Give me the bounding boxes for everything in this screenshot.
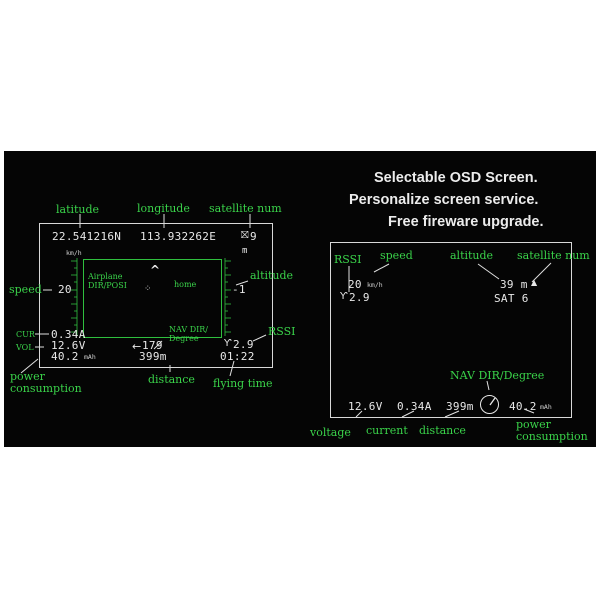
tagline-line-1: Selectable OSD Screen. xyxy=(374,170,538,186)
label-distance-2: distance xyxy=(419,424,466,437)
label-latitude: latitude xyxy=(56,203,100,216)
osd2-speed: 20 xyxy=(348,278,362,291)
label-current-2: current xyxy=(366,424,408,437)
osd1-flying-time: 01:22 xyxy=(220,350,255,363)
osd2-consumption: 40.2 xyxy=(509,400,537,413)
osd1-flight-area xyxy=(83,259,222,338)
osd1-voltage: 12.6V xyxy=(51,339,86,352)
antenna-icon-2: Ƴ xyxy=(340,291,348,302)
label-power-consumption-2: power consumption xyxy=(516,418,588,444)
osd1-altitude: -1 xyxy=(232,283,246,296)
label-nav-dir-2: NAV DIR/Degree xyxy=(450,369,545,382)
osd2-speed-unit: km/h xyxy=(367,281,383,289)
label-rssi-2: RSSI xyxy=(334,253,362,266)
osd1-speed: 20 xyxy=(58,283,72,296)
compass-needle xyxy=(489,397,496,406)
osd2-rssi: 2.9 xyxy=(349,291,370,304)
osd2-consumption-unit: mAh xyxy=(540,403,552,411)
label-cur: CUR xyxy=(16,330,35,339)
osd2-distance: 399m xyxy=(446,400,474,413)
label-longitude: longitude xyxy=(137,202,190,215)
osd1-distance: 399m xyxy=(139,350,167,363)
label-altitude-2: altitude xyxy=(450,249,494,262)
tagline-line-2: Personalize screen service. xyxy=(349,192,539,208)
label-satellite-num: satellite num xyxy=(209,202,282,215)
osd-screen-2 xyxy=(330,242,572,418)
osd1-speed-unit: km/h xyxy=(66,249,82,257)
label-speed-2: speed xyxy=(380,249,413,262)
osd2-current: 0.34A xyxy=(397,400,432,413)
antenna-icon: Ƴ xyxy=(224,338,232,349)
label-power-consumption: power consumption xyxy=(10,370,82,396)
osd2-voltage: 12.6V xyxy=(348,400,383,413)
label-altitude: altitude xyxy=(250,269,294,282)
tagline-line-3: Free fireware upgrade. xyxy=(388,214,544,230)
osd1-altitude-unit: m xyxy=(242,246,248,256)
osd1-longitude: 113.932262E xyxy=(140,230,217,243)
label-speed: speed xyxy=(9,283,42,296)
label-voltage-2: voltage xyxy=(310,426,351,439)
label-distance: distance xyxy=(148,373,195,386)
label-flying-time: flying time xyxy=(213,377,273,390)
label-home: home xyxy=(174,280,197,289)
osd1-consumption: 40.2 xyxy=(51,350,79,363)
osd-screen-1 xyxy=(39,223,273,368)
label-nav-dir: NAV DIR/ Degree xyxy=(169,325,208,343)
triangle-icon: ▲ xyxy=(531,278,538,287)
label-airplane-dir: Airplane DIR/POSI xyxy=(88,272,127,291)
osd1-current: 0.34A xyxy=(51,328,86,341)
satellite-icon: ⛝ xyxy=(241,230,249,241)
left-arrow-icon: ← xyxy=(132,340,142,353)
osd1-rssi: 2.9 xyxy=(233,338,254,351)
osd2-sat: SAT 6 xyxy=(494,292,529,305)
home-icon: ⁘ xyxy=(144,284,152,294)
osd1-nav-value: 179 xyxy=(142,339,163,352)
up-arrow-icon: ^ xyxy=(150,263,161,277)
osd2-altitude: 39 m xyxy=(500,278,528,291)
osd1-satellite-count: 9 xyxy=(250,230,257,243)
osd1-latitude: 22.541216N xyxy=(52,230,122,243)
label-vol: VOL xyxy=(16,343,34,352)
callout-lines xyxy=(20,214,552,418)
label-satellite-num-2: satellite num xyxy=(517,249,590,262)
osd-banner: Selectable OSD Screen. Personalize scree… xyxy=(4,151,596,447)
osd1-consumption-unit: mAh xyxy=(84,353,96,361)
label-rssi: RSSI xyxy=(268,325,296,338)
compass-icon xyxy=(480,395,499,414)
